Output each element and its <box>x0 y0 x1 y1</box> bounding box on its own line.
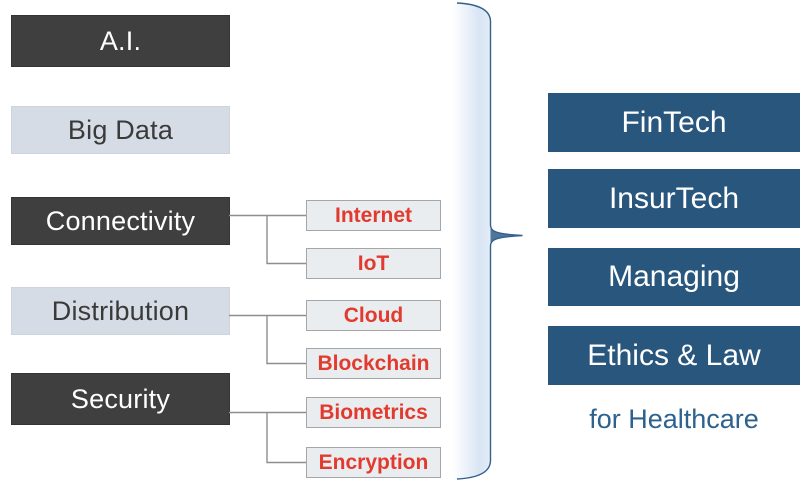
category-box-big-data: Big Data <box>11 106 230 154</box>
result-box-fintech: FinTech <box>548 93 800 152</box>
category-label: Distribution <box>51 295 190 326</box>
category-box-connectivity: Connectivity <box>11 197 230 245</box>
result-label: InsurTech <box>608 181 740 215</box>
result-box-ethics-law: Ethics & Law <box>548 326 800 385</box>
sub-label: IoT <box>357 251 390 275</box>
category-box-ai: A.I. <box>11 15 230 67</box>
result-label: Ethics & Law <box>587 338 761 372</box>
category-label: Security <box>70 383 171 414</box>
sub-label: Internet <box>334 203 412 227</box>
sub-box-internet: Internet <box>306 200 441 231</box>
sub-box-encryption: Encryption <box>306 447 441 478</box>
result-box-managing: Managing <box>548 248 800 306</box>
result-label: Managing <box>608 260 740 293</box>
category-box-security: Security <box>11 373 230 425</box>
sub-box-cloud: Cloud <box>306 300 441 331</box>
sub-label: Cloud <box>343 303 404 327</box>
caption-label: for Healthcare <box>589 403 759 434</box>
result-label: FinTech <box>621 105 727 139</box>
sub-label: Biometrics <box>319 400 428 424</box>
sub-box-blockchain: Blockchain <box>306 348 441 379</box>
sub-box-iot: IoT <box>306 248 441 279</box>
sub-label: Blockchain <box>317 351 430 375</box>
category-box-distribution: Distribution <box>11 287 230 335</box>
for-healthcare-caption: for Healthcare <box>548 401 800 437</box>
category-label: Big Data <box>67 114 174 145</box>
category-label: A.I. <box>99 25 142 56</box>
curly-brace-icon <box>452 2 523 480</box>
category-label: Connectivity <box>45 205 196 236</box>
sub-box-biometrics: Biometrics <box>306 397 441 428</box>
sub-label: Encryption <box>318 450 429 474</box>
result-box-insurtech: InsurTech <box>548 169 800 228</box>
connector-lines <box>229 214 306 464</box>
